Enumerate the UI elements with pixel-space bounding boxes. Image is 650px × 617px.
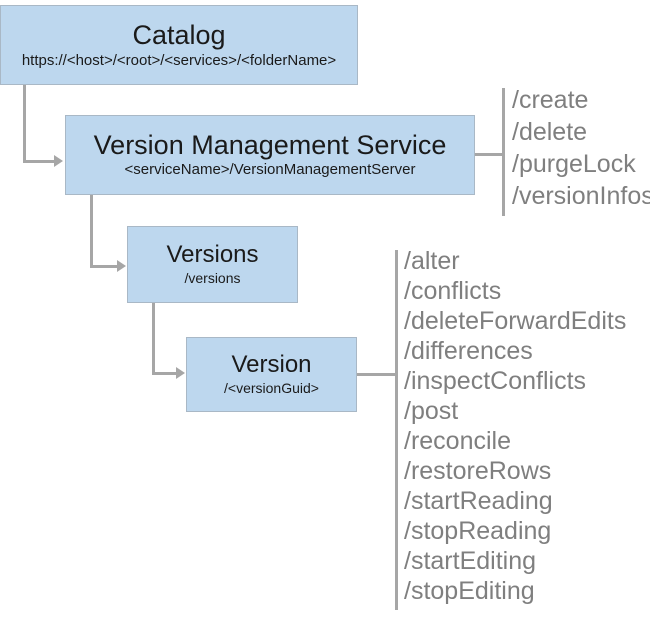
operation-item: /versionInfos	[512, 182, 650, 210]
connector-segment-horizontal	[90, 265, 119, 268]
arrowhead-icon	[54, 155, 63, 167]
operation-item: /post	[404, 397, 459, 425]
connector-segment-vertical	[152, 303, 155, 375]
connector-segment-horizontal	[23, 160, 56, 163]
node-version-title: Version	[231, 351, 312, 379]
node-version-management-service-title: Version Management Service	[93, 130, 447, 161]
node-versions: Versions /versions	[127, 226, 298, 303]
bracket-line	[395, 250, 398, 610]
arrowhead-icon	[176, 367, 185, 379]
operation-item: /inspectConflicts	[404, 367, 587, 395]
operation-items: /create /delete /purgeLock /versionInfos	[512, 84, 650, 212]
connector-segment-horizontal	[357, 373, 397, 376]
operation-item: /restoreRows	[404, 457, 552, 485]
operation-item: /stopEditing	[404, 577, 535, 605]
node-version-management-service: Version Management Service <serviceName>…	[65, 115, 475, 195]
node-catalog: Catalog https://<host>/<root>/<services>…	[0, 5, 358, 85]
operation-item: /purgeLock	[512, 150, 636, 178]
operation-items: /alter /conflicts /deleteForwardEdits /d…	[404, 246, 626, 606]
operation-item: /startEditing	[404, 547, 537, 575]
connector-segment-horizontal	[152, 372, 178, 375]
bracket-line	[502, 88, 505, 216]
operation-item: /deleteForwardEdits	[404, 307, 627, 335]
connector-segment-vertical	[23, 85, 26, 163]
node-versions-subtitle: /versions	[184, 270, 241, 287]
connector-segment-vertical	[90, 195, 93, 268]
operation-item: /conflicts	[404, 277, 502, 305]
operation-item: /alter	[404, 247, 460, 275]
operation-item: /reconcile	[404, 427, 511, 455]
operation-item: /stopReading	[404, 517, 552, 545]
operation-item: /create	[512, 86, 589, 114]
node-versions-title: Versions	[166, 241, 259, 269]
node-catalog-subtitle: https://<host>/<root>/<services>/<folder…	[21, 51, 337, 69]
operation-item: /delete	[512, 118, 588, 146]
operation-item: /differences	[404, 337, 533, 365]
node-version: Version /<versionGuid>	[186, 337, 357, 412]
arrowhead-icon	[117, 260, 126, 272]
operation-item: /startReading	[404, 487, 553, 515]
node-catalog-title: Catalog	[132, 19, 226, 50]
node-version-subtitle: /<versionGuid>	[224, 380, 319, 397]
node-version-management-service-subtitle: <serviceName>/VersionManagementServer	[124, 161, 416, 179]
connector-segment-horizontal	[475, 153, 504, 156]
